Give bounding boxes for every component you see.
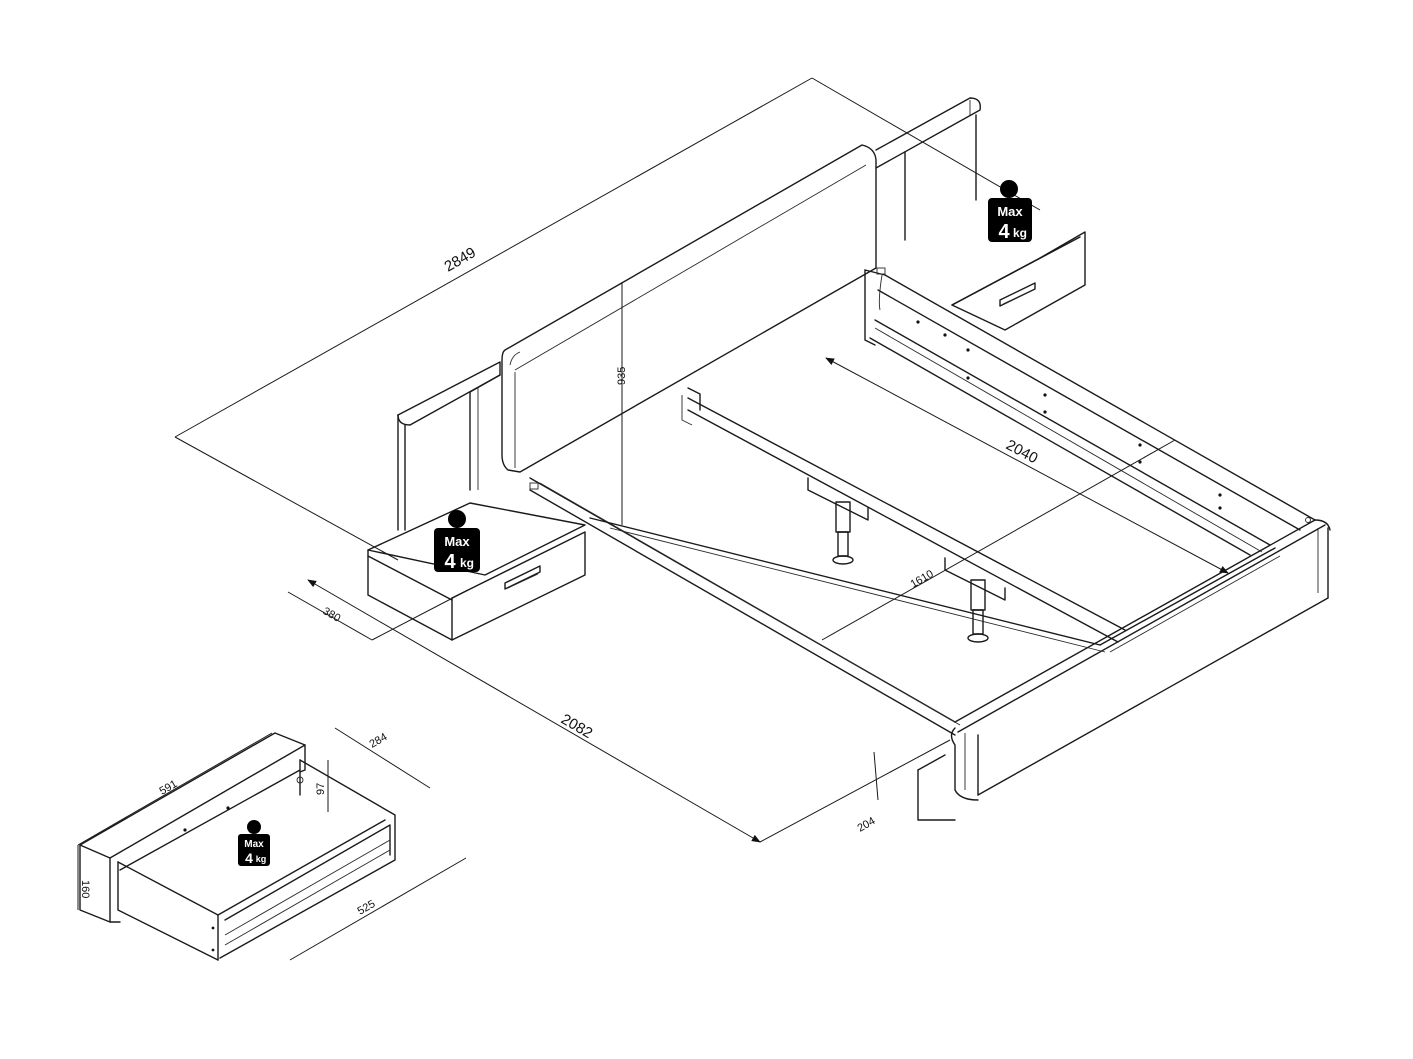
support-leg — [832, 501, 854, 565]
drawer-detail — [79, 732, 396, 961]
rail-holes — [916, 320, 1311, 523]
badge-label: Max — [244, 839, 264, 850]
dim-2849: 2849 — [442, 244, 479, 275]
badge-unit: kg — [1013, 226, 1027, 240]
dim-284: 284 — [368, 731, 390, 751]
dim-160: 160 — [79, 880, 91, 898]
badge-value: 4 — [245, 850, 253, 866]
dim-525: 525 — [356, 898, 378, 918]
badge-label: Max — [444, 534, 470, 549]
headboard — [397, 97, 981, 531]
dim-2082: 2082 — [558, 711, 595, 742]
dim-935: 935 — [616, 367, 628, 385]
dimension-lines — [77, 77, 1229, 961]
dim-204: 204 — [856, 815, 878, 835]
dim-380: 380 — [321, 605, 343, 625]
nightstand-right — [951, 231, 1086, 331]
badge-label: Max — [997, 204, 1023, 219]
badge-value: 4 — [998, 221, 1010, 243]
dimension-labels: 2849 935 2040 1610 2082 380 204 591 284 … — [79, 244, 1041, 918]
dim-1610: 1610 — [909, 568, 936, 591]
weight-badge: Max 4 kg — [988, 180, 1032, 243]
dim-97: 97 — [315, 783, 327, 795]
weight-badge: Max 4 kg — [238, 820, 270, 866]
badge-unit: kg — [256, 854, 267, 864]
bed-frame — [529, 269, 1331, 821]
badge-value: 4 — [444, 551, 456, 573]
badge-unit: kg — [460, 556, 474, 570]
support-leg — [967, 579, 989, 643]
weight-badge: Max 4 kg — [434, 510, 480, 573]
dim-591: 591 — [158, 778, 180, 798]
